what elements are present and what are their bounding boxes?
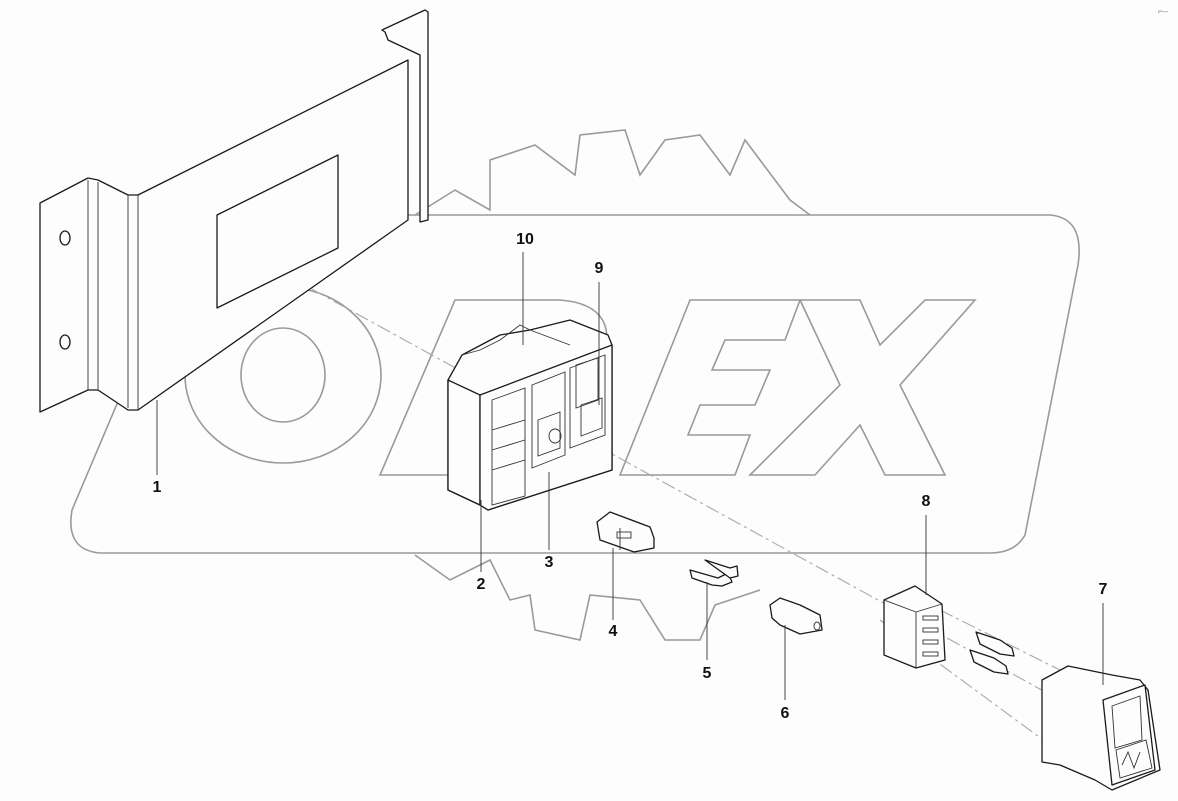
watermark-letter-o-inner: [240, 327, 326, 423]
callout-10[interactable]: 10: [516, 231, 534, 248]
corner-mark: ⌐‒: [1158, 6, 1169, 16]
callout-7[interactable]: 7: [1098, 581, 1108, 598]
watermark-letter-x: [748, 299, 977, 476]
watermark-letter-e: [618, 299, 802, 476]
part-5-terminals: [689, 559, 739, 587]
part-4-connector-housing: [596, 511, 655, 553]
part-7-rocker-switch: [1041, 665, 1161, 791]
part-1-bracket: [39, 9, 429, 413]
bracket-hole-bottom: [59, 334, 71, 350]
callout-8[interactable]: 8: [921, 493, 931, 510]
bracket-window: [216, 154, 339, 309]
part-6-bulb-holder: [769, 597, 823, 635]
dial-knob: [548, 428, 562, 444]
part-8-terminals: [969, 631, 1015, 675]
callout-4[interactable]: 4: [608, 623, 618, 640]
callout-2[interactable]: 2: [476, 576, 486, 593]
part-8-multi-pin-connector: [883, 585, 946, 669]
part-switch-panel-assembly: [447, 319, 613, 511]
callout-9[interactable]: 9: [594, 260, 604, 277]
callout-1[interactable]: 1: [152, 479, 162, 496]
bracket-hole-top: [59, 230, 71, 246]
callout-6[interactable]: 6: [780, 705, 790, 722]
watermark-gear: [414, 129, 811, 641]
assembly-axis-lines: [267, 264, 1061, 746]
callout-3[interactable]: 3: [544, 554, 554, 571]
callout-5[interactable]: 5: [702, 665, 712, 682]
callout-leader-lines: [156, 252, 1104, 700]
